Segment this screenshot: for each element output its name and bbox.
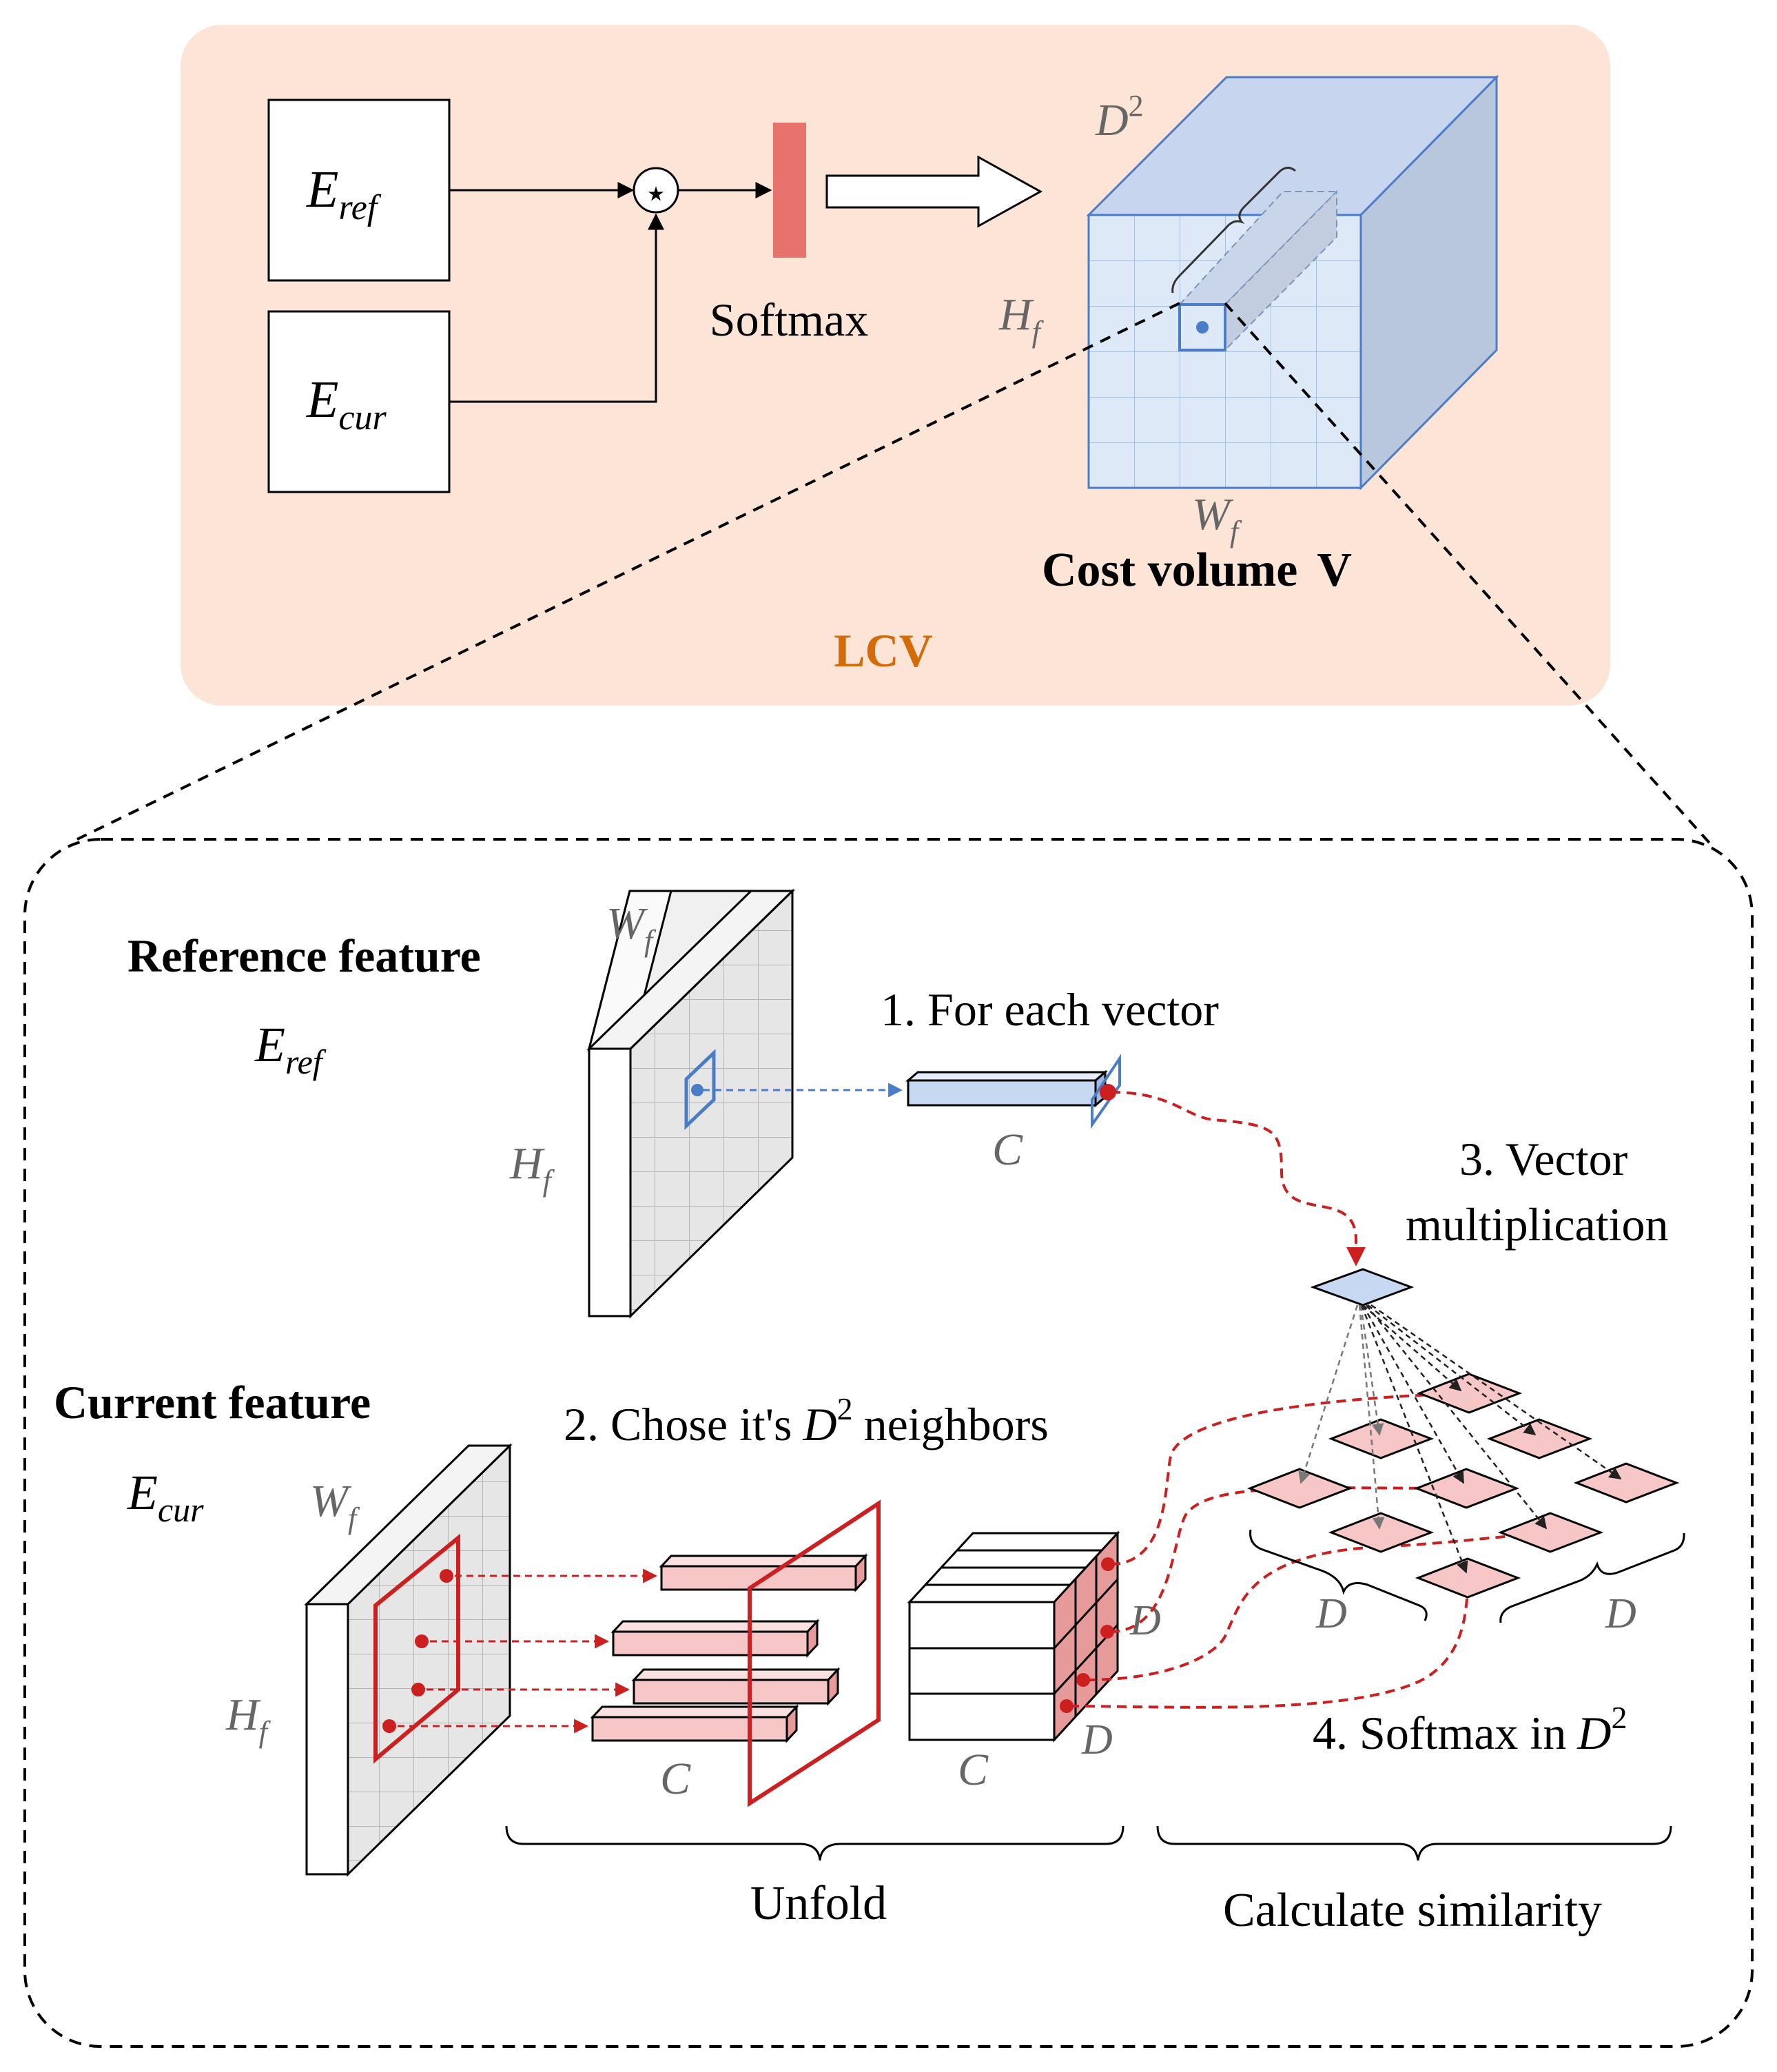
step3-line1: 3. Vector [1459,1133,1628,1185]
calc-similarity-brace [1156,1825,1672,1861]
ref-to-multiplication-path [1110,1091,1366,1266]
cube-selected-point [1196,321,1209,334]
ref-vector-bar [905,1054,1121,1129]
cur-map-top-strip [304,1444,513,1606]
similarity-cell-1 [1416,1373,1523,1414]
softmax-bar [773,123,806,258]
cur-feature-map [304,1443,513,1877]
correlation-star-icon: ⋆ [644,171,668,216]
zoom-line-right [1224,302,1715,849]
e-ref-box-label: Eref [306,161,382,227]
neighbor-bar-3 [631,1667,841,1706]
step1-label: 1. For each vector [881,983,1219,1036]
block-to-grid-path-1 [1110,1384,1470,1566]
grid-brace-left [1249,1529,1428,1621]
cur-map-edge [305,1603,349,1876]
grid-d-right-label: D [1605,1590,1636,1637]
ref-height-label: Hf [509,1138,555,1198]
detail-panel [23,838,1754,2048]
bars-c-label: C [660,1754,691,1804]
unfold-slice-plane [748,1499,881,1807]
ref-symbol: Eref [254,1017,327,1081]
step3-line2: multiplication [1406,1198,1669,1251]
cost-volume-cube [1086,74,1499,491]
neighbor-bar-1 [659,1553,868,1592]
multiplication-node-icon [1310,1268,1415,1306]
cur-width-label: Wf [310,1476,360,1535]
cur-title: Current feature [54,1376,371,1428]
grid-brace-right [1499,1532,1685,1623]
ref-vector-front [907,1079,1097,1107]
unfold-block-front [908,1601,1056,1741]
ref-map-top-strip [586,890,795,1050]
cur-point-2 [415,1634,429,1648]
block-to-grid-path-4 [1069,1576,1477,1709]
big-hollow-arrow-icon [825,155,1043,228]
block-c-label: C [958,1745,989,1795]
cube-depth-label: D2 [1095,89,1144,145]
ref-vector-c-label: C [992,1125,1023,1175]
softmax-label: Softmax [710,294,868,346]
cur-window-frame [373,1533,460,1764]
cube-width-label: Wf [1192,489,1242,548]
ref-vector-top [905,1071,1109,1082]
cur-height-label: Hf [225,1690,271,1749]
neighbor-bar-2 [610,1619,820,1658]
grid-d-left-label: D [1315,1590,1347,1637]
cube-depth-brace [1171,167,1296,294]
unfold-label: Unfold [750,1877,887,1930]
similarity-cell-7 [1246,1468,1353,1509]
cur-point-4 [382,1719,396,1733]
e-cur-box [267,310,451,493]
similarity-cell-4 [1328,1418,1435,1459]
e-cur-arrow [449,213,664,403]
similarity-cell-5 [1413,1468,1520,1509]
unfold-block [907,1530,1120,1743]
ref-vector-red-point [1100,1084,1116,1100]
unfold-brace [505,1825,1124,1861]
lcv-label: LCV [834,624,933,677]
block-to-grid-path-2 [1109,1478,1461,1633]
ref-vector-frame [1091,1054,1121,1129]
cur-point-3 [411,1683,425,1696]
ref-selected-cell [684,1049,716,1130]
block-d-bottom-label: D [1081,1716,1113,1763]
similarity-cell-6 [1497,1512,1604,1553]
similarity-cell-3 [1573,1462,1680,1504]
similarity-grid [1246,1373,1680,1599]
neighbor-bar-4 [590,1704,799,1743]
cur-symbol: Ecur [127,1465,204,1529]
e-cur-box-label: Ecur [306,371,387,438]
calc-similarity-label: Calculate similarity [1223,1884,1602,1937]
fan-out-arrows [1298,1304,1622,1574]
ref-feature-map [586,888,796,1319]
ref-map-edge [588,1047,632,1317]
ref-selected-point [691,1084,703,1096]
similarity-cell-2 [1486,1418,1593,1459]
similarity-cell-8 [1328,1512,1435,1553]
cur-point-1 [440,1569,453,1583]
block-to-grid-path-3 [1085,1524,1548,1681]
similarity-cell-9 [1415,1557,1521,1599]
ref-title: Reference feature [127,930,481,982]
